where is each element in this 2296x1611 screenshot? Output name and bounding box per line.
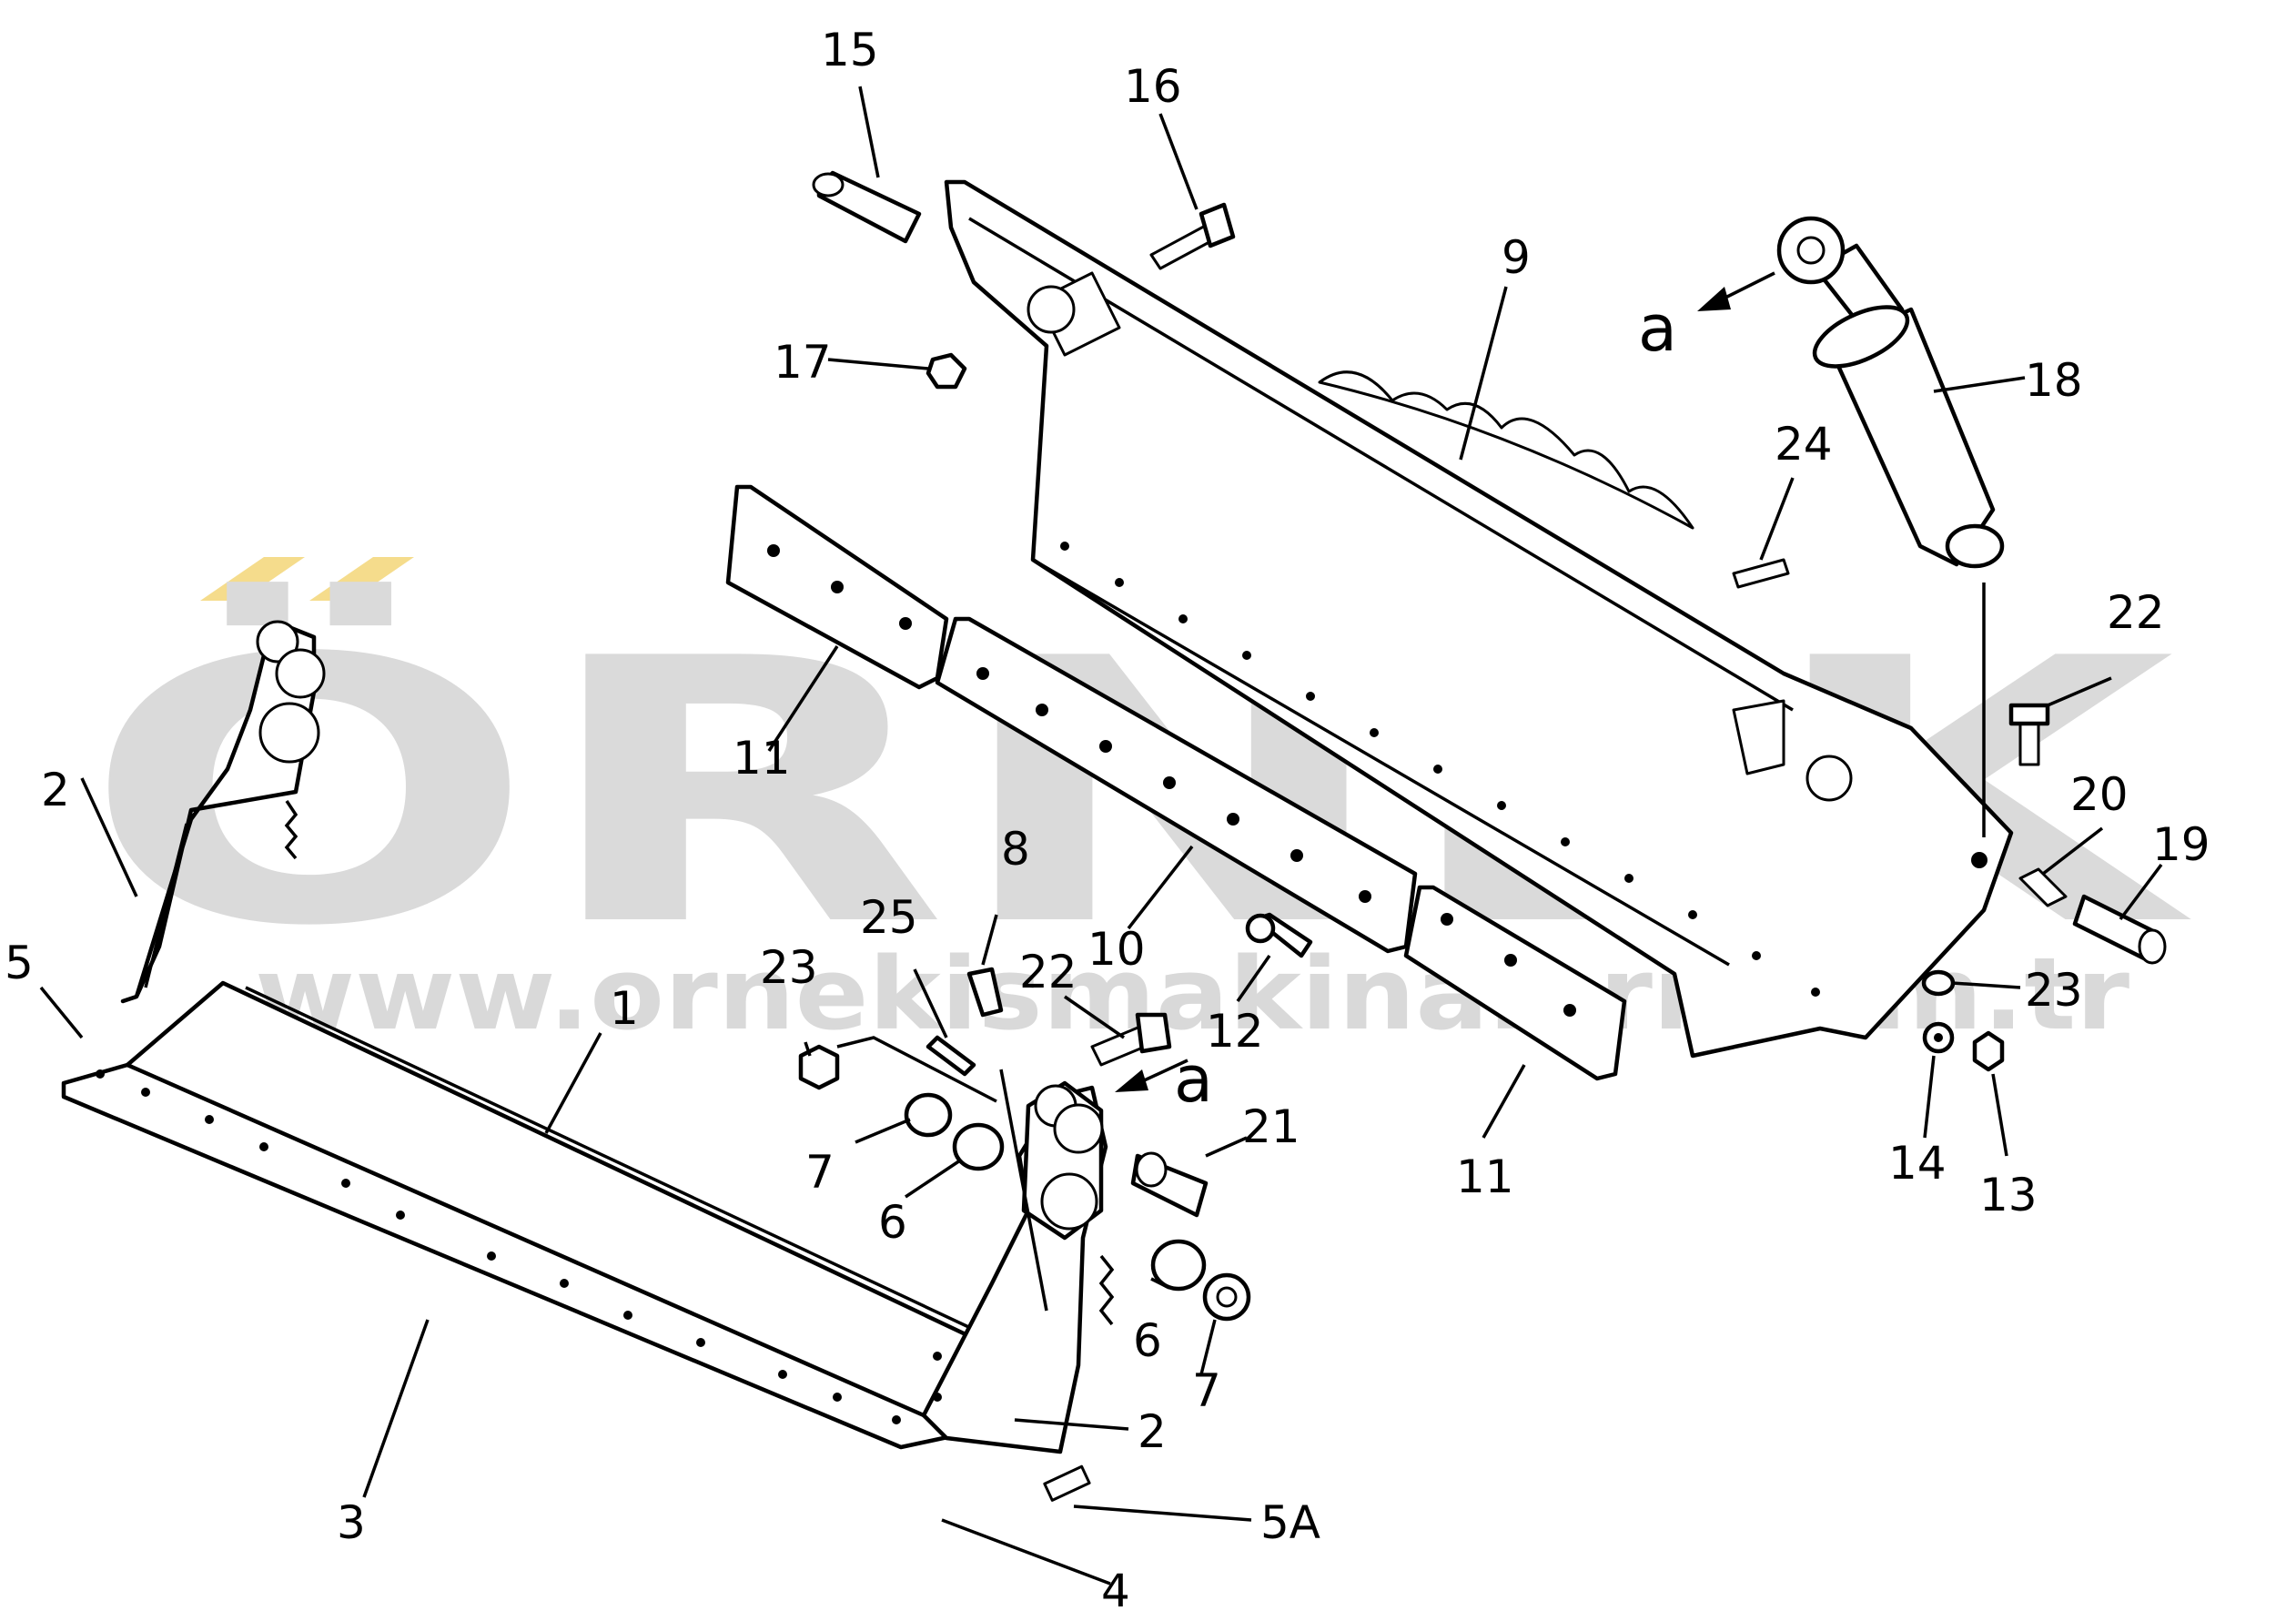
callout-17: 17 (774, 336, 832, 389)
callout-22-left: 22 (1019, 946, 1077, 998)
pin-25 (925, 1035, 976, 1077)
callout-15: 15 (821, 24, 879, 76)
callout-13: 13 (1979, 1169, 2038, 1221)
callout-25: 25 (860, 891, 918, 944)
callout-10: 10 (1087, 923, 1146, 976)
bolt-22-right (2018, 717, 2040, 766)
plate-24 (1732, 558, 1790, 589)
callout-12: 12 (1206, 1005, 1264, 1058)
watermark-accent-right (309, 557, 414, 601)
view-label-a-lower: a (1174, 1042, 1213, 1117)
callout-21: 21 (1242, 1100, 1300, 1153)
blade-frame (61, 620, 1115, 1502)
cutting-edges (725, 484, 1627, 1081)
hardware (798, 170, 2167, 1322)
callout-2-left: 2 (41, 764, 70, 816)
callout-16: 16 (1124, 60, 1182, 113)
callout-6-left: 6 (878, 1196, 907, 1249)
fitting-20 (2018, 867, 2068, 907)
callout-3: 3 (337, 1496, 366, 1549)
callout-20: 20 (2070, 768, 2129, 821)
upper-blade (944, 179, 2014, 1059)
callout-24: 24 (1775, 418, 1833, 471)
view-label-a-upper: a (1638, 291, 1677, 366)
arrow-head-lower (1115, 1069, 1148, 1092)
callout-11-right: 11 (1456, 1150, 1514, 1203)
nut-23-left (798, 1044, 840, 1090)
callout-6-right: 6 (1133, 1314, 1162, 1367)
bushing-7-left (904, 1092, 953, 1138)
nut-17 (925, 352, 967, 390)
callout-8: 8 (1001, 823, 1030, 876)
callout-11-left: 11 (733, 732, 791, 785)
callout-7-right: 7 (1192, 1364, 1221, 1417)
arrow-head-upper (1697, 287, 1731, 311)
grease-fitting-8 (966, 967, 1004, 1018)
hydraulic-cylinder (1776, 216, 2005, 837)
view-arrows (1115, 271, 1775, 1092)
bushing-6-left (952, 1122, 1005, 1171)
callout-18: 18 (2025, 354, 2083, 407)
callout-7-left: 7 (805, 1146, 834, 1199)
callout-5: 5 (5, 937, 34, 989)
callout-14: 14 (1888, 1137, 1947, 1190)
callout-22-right: 22 (2107, 586, 2165, 639)
end-bit-right (1403, 885, 1627, 1081)
callout-1: 1 (610, 982, 639, 1035)
leader-lines (39, 86, 2163, 1586)
bushing-6-right (1150, 1239, 1207, 1292)
watermark-accent-left (200, 557, 305, 601)
callout-19: 19 (2152, 818, 2210, 871)
callout-4: 4 (1101, 1565, 1130, 1611)
callout-23-left: 23 (760, 941, 818, 994)
callout-labels: 15 16 17 9 18 24 22 20 19 23 14 13 11 12… (5, 24, 2210, 1611)
nut-23-right (1921, 969, 1956, 997)
callout-2-right: 2 (1138, 1405, 1167, 1458)
upper-blade-body (944, 179, 2014, 1059)
callout-23-right: 23 (2025, 964, 2083, 1017)
nut-13 (1972, 1030, 2005, 1072)
callout-5a: 5A (1260, 1496, 1320, 1549)
callout-9: 9 (1502, 231, 1531, 284)
